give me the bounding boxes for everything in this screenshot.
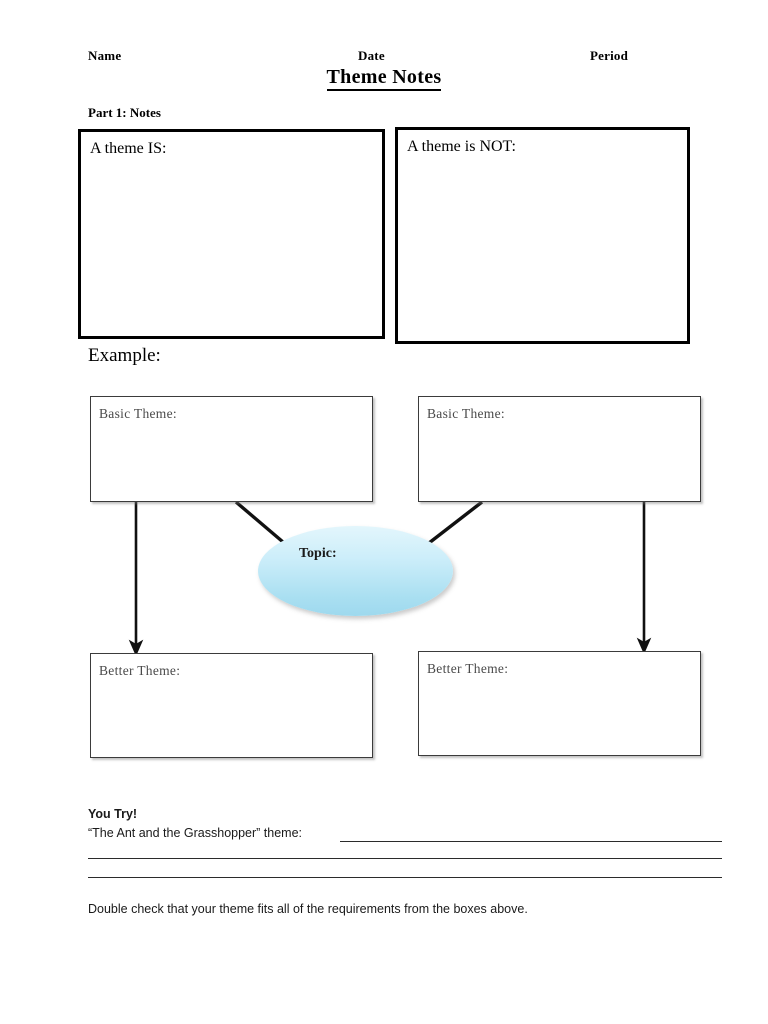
better-theme-label-left: Better Theme: bbox=[99, 663, 181, 678]
date-field-label: Date bbox=[358, 48, 385, 63]
theme-is-box[interactable]: A theme IS: bbox=[78, 129, 385, 339]
basic-theme-label-right: Basic Theme: bbox=[427, 406, 505, 421]
instruction-footnote: Double check that your theme fits all of… bbox=[88, 902, 528, 916]
better-theme-box-right[interactable]: Better Theme: bbox=[418, 651, 701, 756]
part-1-label: Part 1: Notes bbox=[88, 105, 161, 120]
connector-basic-right-to-topic bbox=[427, 500, 484, 545]
you-try-prompt: “The Ant and the Grasshopper” theme: bbox=[88, 826, 303, 840]
you-try-heading: You Try! bbox=[88, 807, 138, 821]
theme-is-label: A theme IS: bbox=[90, 140, 167, 157]
topic-ellipse[interactable]: Topic: bbox=[258, 526, 453, 616]
answer-line-1[interactable] bbox=[340, 841, 722, 842]
answer-line-2[interactable] bbox=[88, 858, 722, 859]
page-title-text: Theme Notes bbox=[326, 66, 442, 91]
connector-basic-left-to-topic bbox=[234, 500, 285, 544]
theme-is-not-box[interactable]: A theme is NOT: bbox=[395, 127, 690, 344]
name-field-label: Name bbox=[88, 48, 122, 63]
theme-is-not-label: A theme is NOT: bbox=[407, 138, 516, 155]
basic-theme-label-left: Basic Theme: bbox=[99, 406, 177, 421]
period-field-label: Period bbox=[590, 48, 629, 63]
example-heading: Example: bbox=[88, 345, 161, 366]
page-title: Theme Notes bbox=[0, 66, 768, 91]
basic-theme-box-right[interactable]: Basic Theme: bbox=[418, 396, 701, 502]
better-theme-label-right: Better Theme: bbox=[427, 661, 509, 676]
topic-label: Topic: bbox=[299, 546, 337, 561]
better-theme-box-left[interactable]: Better Theme: bbox=[90, 653, 373, 758]
basic-theme-box-left[interactable]: Basic Theme: bbox=[90, 396, 373, 502]
answer-line-3[interactable] bbox=[88, 877, 722, 878]
